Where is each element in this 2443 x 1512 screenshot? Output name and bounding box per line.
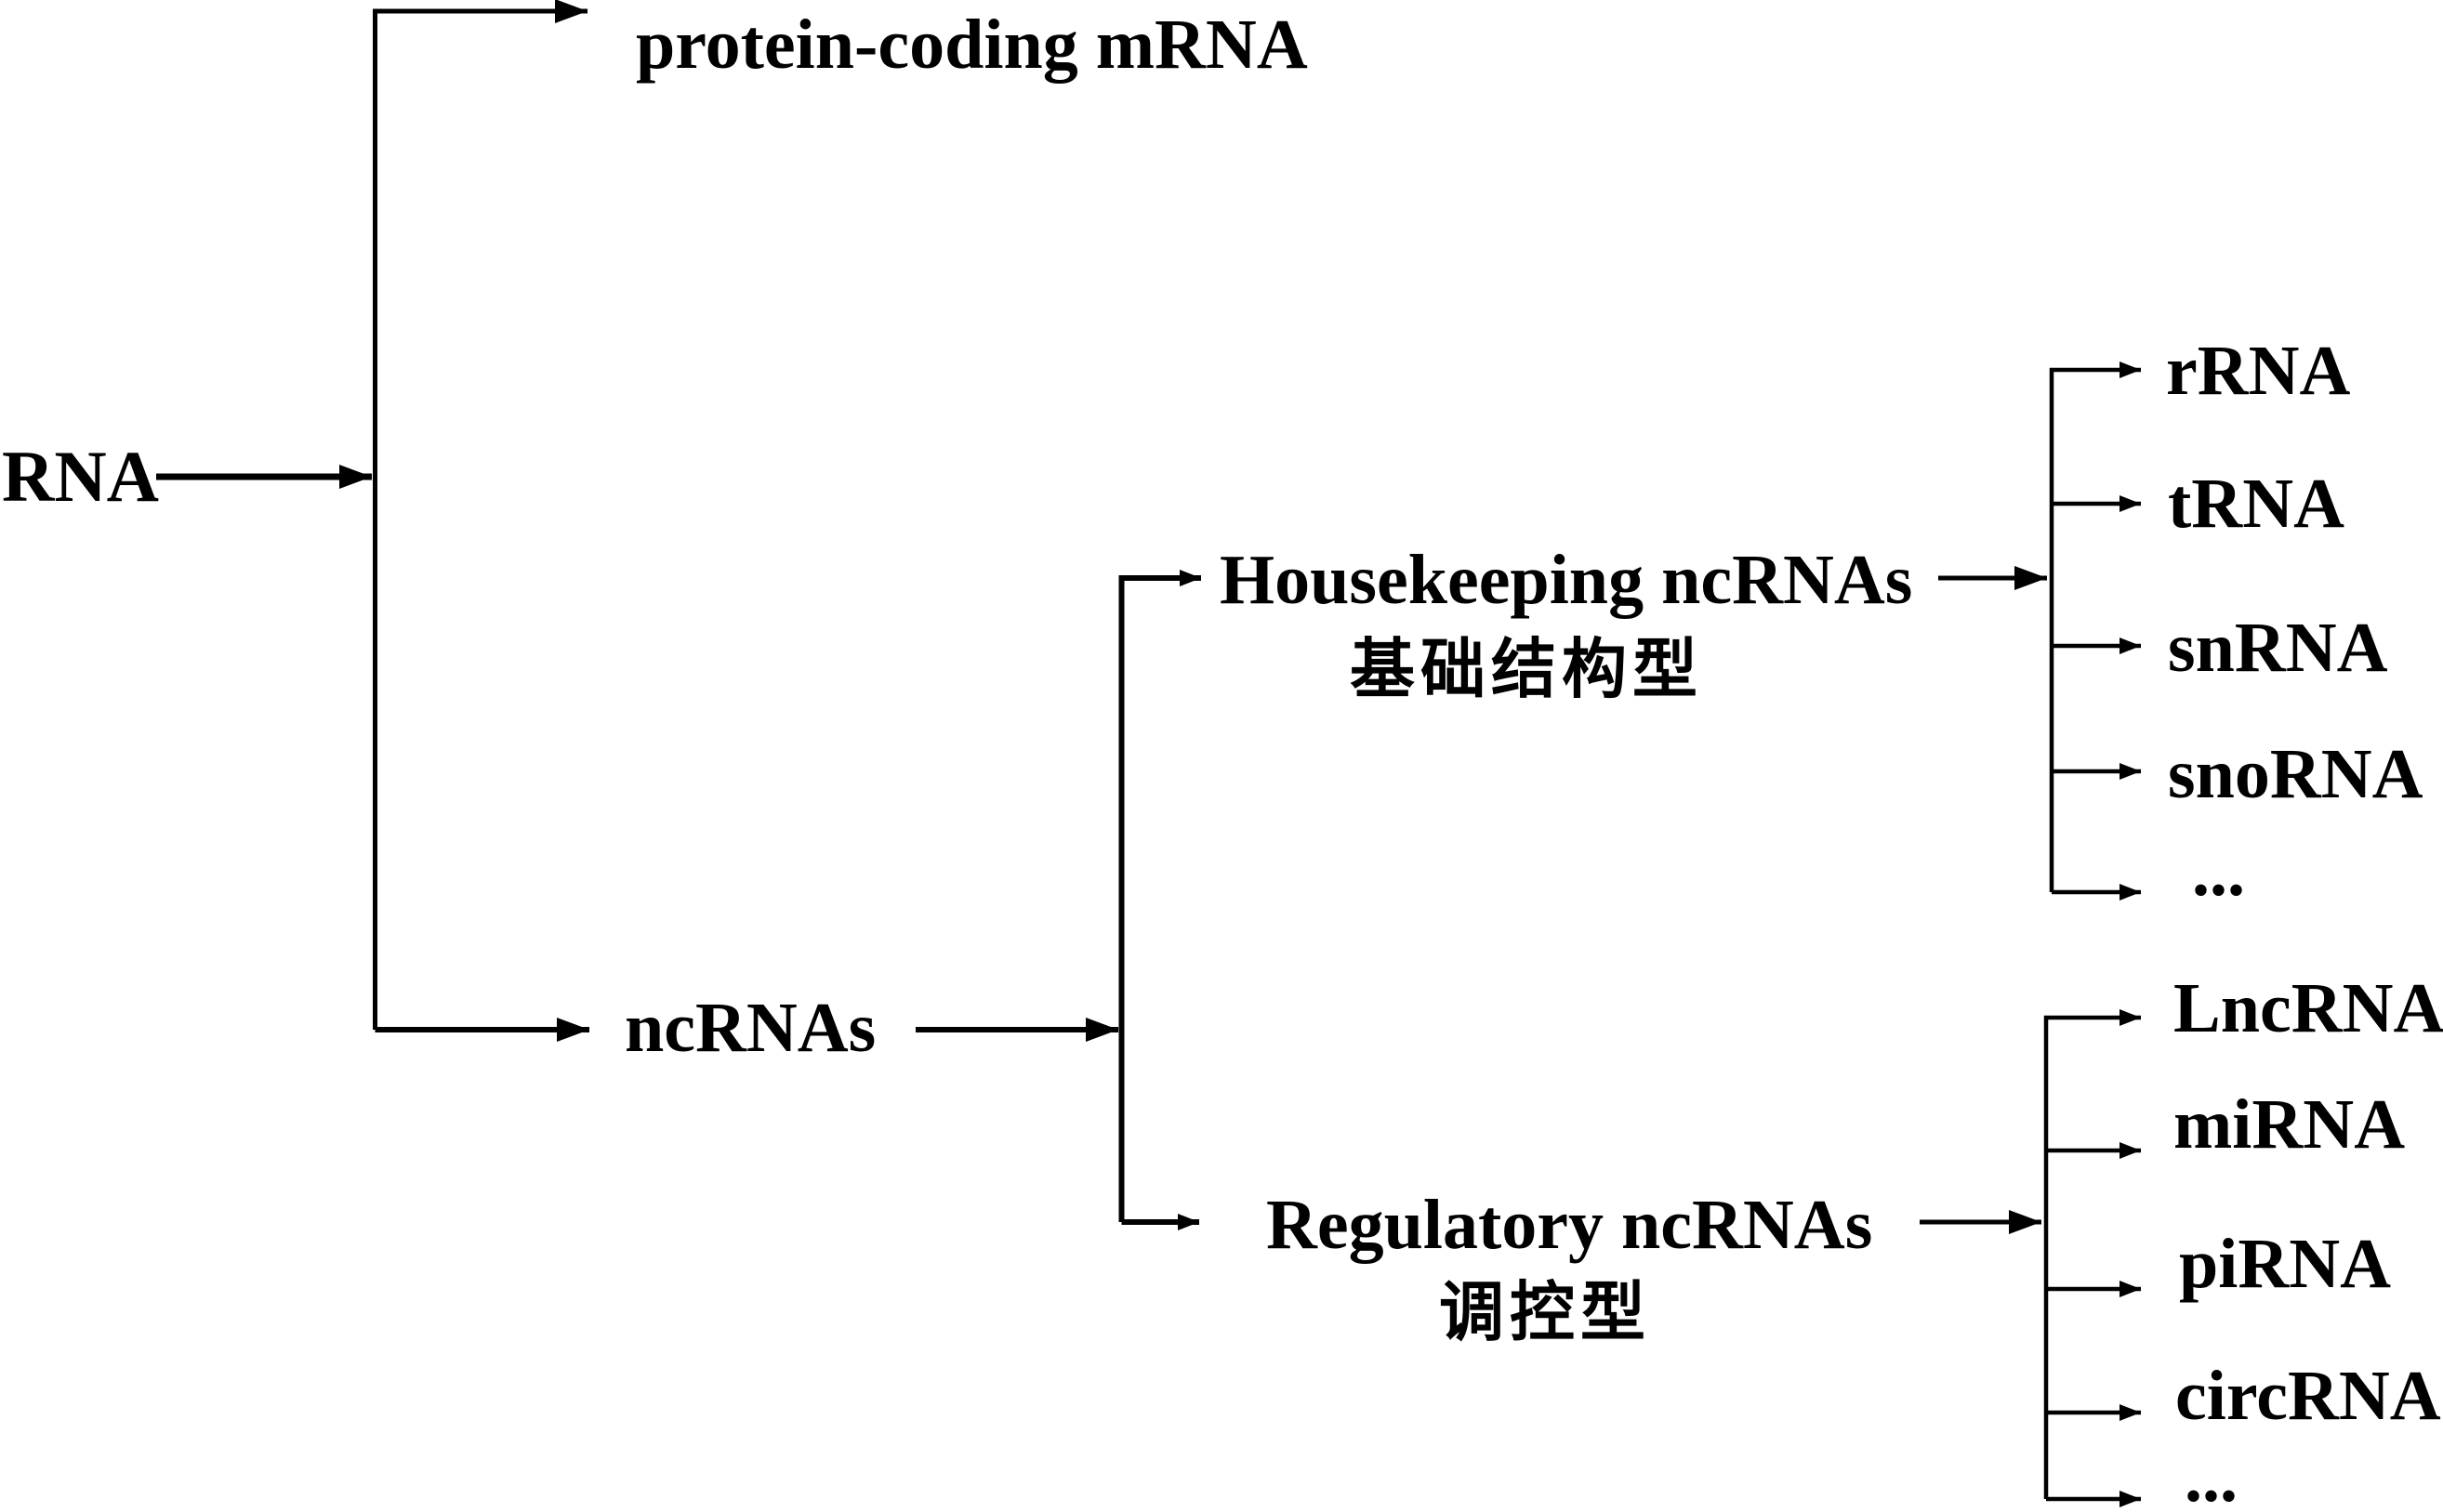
node-pirna: piRNA (2179, 1225, 2392, 1303)
node-housekeeping-ncrnas: Housekeeping ncRNAs (1220, 541, 1913, 619)
node-regulatory-subtitle-zh: 调控型 (1439, 1278, 1651, 1349)
edge-trunk1-protein-coding-mrna (373, 0, 588, 1030)
edge-trunk2-housekeeping (1118, 570, 1201, 1222)
node-ellipsis-lower: ... (2185, 1439, 2238, 1512)
node-regulatory-ncrnas: Regulatory ncRNAs (1266, 1186, 1873, 1264)
node-ellipsis-upper: ... (2192, 833, 2245, 911)
node-snrna: snRNA (2168, 609, 2388, 687)
node-rrna: rRNA (2166, 332, 2351, 410)
node-trna: tRNA (2168, 465, 2344, 543)
node-circrna: circRNA (2175, 1357, 2441, 1435)
node-lncrna: LncRNA (2173, 969, 2443, 1047)
node-snorna: snoRNA (2168, 735, 2423, 813)
node-ncrnas: ncRNAs (625, 989, 877, 1067)
node-mirna: miRNA (2173, 1085, 2406, 1164)
edge-trunk3-rrna (2049, 362, 2141, 892)
node-housekeeping-subtitle-zh: 基础结构型 (1350, 635, 1703, 706)
edge-trunk4-lncrna (2043, 1009, 2141, 1499)
node-protein-coding-mrna: protein-coding mRNA (636, 6, 1308, 84)
node-rna: RNA (2, 436, 159, 517)
